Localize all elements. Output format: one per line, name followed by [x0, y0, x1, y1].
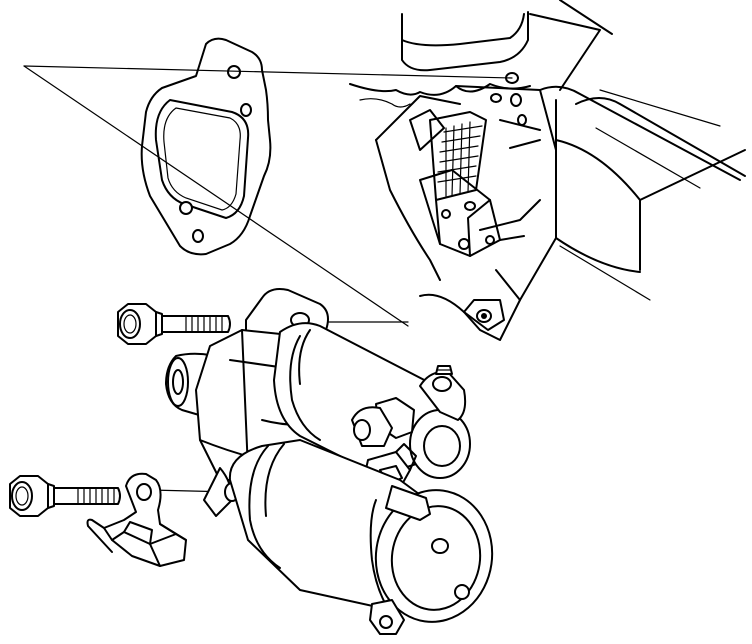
upper-mounting-bolt	[117, 303, 231, 345]
lower-mounting-bolt	[9, 475, 121, 517]
wire-harness-bracket	[86, 472, 187, 567]
gasket	[140, 37, 272, 256]
engine-block-mount	[349, 0, 746, 341]
starter-motor	[165, 288, 494, 635]
